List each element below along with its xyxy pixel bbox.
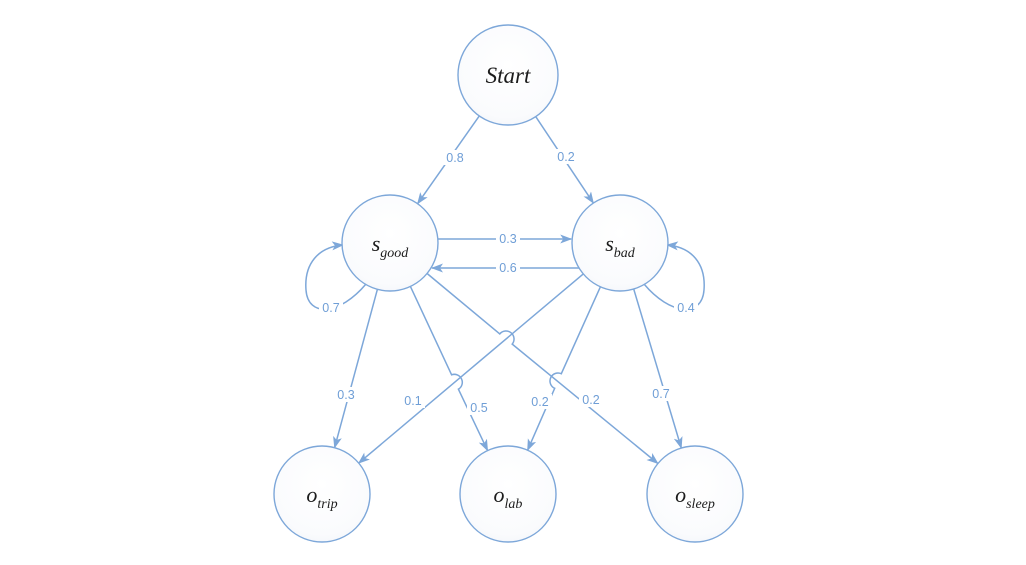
- edge-s-bad-to-o-lab: [526, 286, 602, 452]
- edge-label-text: 0.6: [499, 261, 516, 275]
- node-o-trip-circle: [273, 445, 371, 543]
- node-s-bad-main: s: [605, 231, 614, 256]
- node-o-trip: otrip: [273, 445, 371, 543]
- node-s-good: sgood: [341, 194, 439, 292]
- node-s-good-circle: [341, 194, 439, 292]
- edge-label-start-to-s-good: 0.8: [443, 150, 467, 165]
- edge-label-s-good-self-loop: 0.7: [319, 300, 343, 315]
- node-o-sleep-label: osleep: [675, 482, 715, 512]
- edge-label-bg: [496, 231, 520, 246]
- node-o-sleep: osleep: [646, 445, 744, 543]
- edge-label-bg: [554, 149, 578, 164]
- edge-label-bg: [443, 150, 467, 165]
- edge-label-bg: [319, 300, 343, 315]
- node-s-bad-sub: bad: [614, 246, 636, 261]
- edge-label-s-good-to-o-sleep: 0.2: [579, 392, 603, 407]
- edge-s-bad-self-loop: [643, 241, 705, 310]
- node-o-lab-sub: lab: [505, 497, 523, 512]
- edge-label-s-bad-to-o-trip: 0.1: [401, 393, 425, 408]
- node-o-sleep-sub: sleep: [686, 497, 715, 512]
- node-o-lab-main: o: [494, 482, 505, 507]
- node-s-good-main: s: [372, 231, 381, 256]
- node-s-bad: sbad: [571, 194, 669, 292]
- edge-label-s-good-to-o-lab: 0.5: [467, 400, 491, 415]
- edge-label-text: 0.2: [582, 393, 599, 407]
- edge-label-bg: [674, 300, 698, 315]
- node-o-sleep-main: o: [675, 482, 686, 507]
- edge-label-s-good-to-o-trip: 0.3: [334, 387, 358, 402]
- edge-s-good-to-o-trip: [333, 289, 379, 449]
- edge-label-text: 0.3: [337, 388, 354, 402]
- edge-label-text: 0.1: [404, 394, 421, 408]
- edge-label-s-bad-to-o-lab: 0.2: [528, 394, 552, 409]
- node-start-circle: [457, 24, 559, 126]
- node-s-good-label: sgood: [372, 231, 410, 261]
- node-start-label: Start: [486, 63, 531, 88]
- edge-label-bg: [579, 392, 603, 407]
- edge-s-good-self-loop: [305, 241, 367, 310]
- edge-label-bg: [528, 394, 552, 409]
- node-o-trip-sub: trip: [317, 497, 337, 512]
- edge-s-bad-to-o-trip: [357, 273, 584, 464]
- edge-label-text: 0.5: [470, 401, 487, 415]
- node-o-trip-main: o: [306, 482, 317, 507]
- edge-label-text: 0.3: [499, 232, 516, 246]
- edge-label-text: 0.2: [557, 150, 574, 164]
- node-s-bad-label: sbad: [605, 231, 636, 261]
- edge-label-s-good-to-s-bad: 0.3: [496, 231, 520, 246]
- node-s-bad-circle: [571, 194, 669, 292]
- node-start: Start: [457, 24, 559, 126]
- edge-label-s-bad-to-s-good: 0.6: [496, 260, 520, 275]
- node-o-lab: olab: [459, 445, 557, 543]
- node-o-sleep-circle: [646, 445, 744, 543]
- edge-label-bg: [496, 260, 520, 275]
- edge-label-bg: [467, 400, 491, 415]
- edge-label-text: 0.4: [677, 301, 694, 315]
- edge-s-bad-to-o-sleep: [632, 288, 683, 449]
- edge-label-bg: [334, 387, 358, 402]
- node-o-trip-label: otrip: [306, 482, 337, 512]
- edge-label-s-bad-self-loop: 0.4: [674, 300, 698, 315]
- edge-label-text: 0.2: [531, 395, 548, 409]
- node-o-lab-circle: [459, 445, 557, 543]
- edge-label-s-bad-to-o-sleep: 0.7: [649, 386, 673, 401]
- edge-label-bg: [401, 393, 425, 408]
- edge-s-good-to-o-sleep: [426, 272, 659, 465]
- edge-label-bg: [649, 386, 673, 401]
- edge-label-text: 0.7: [652, 387, 669, 401]
- edge-label-text: 0.7: [322, 301, 339, 315]
- node-o-lab-label: olab: [494, 482, 523, 512]
- edge-s-good-to-o-lab: [409, 286, 489, 452]
- edge-label-start-to-s-bad: 0.2: [554, 149, 578, 164]
- edge-label-text: 0.8: [446, 151, 463, 165]
- node-s-good-sub: good: [380, 246, 409, 261]
